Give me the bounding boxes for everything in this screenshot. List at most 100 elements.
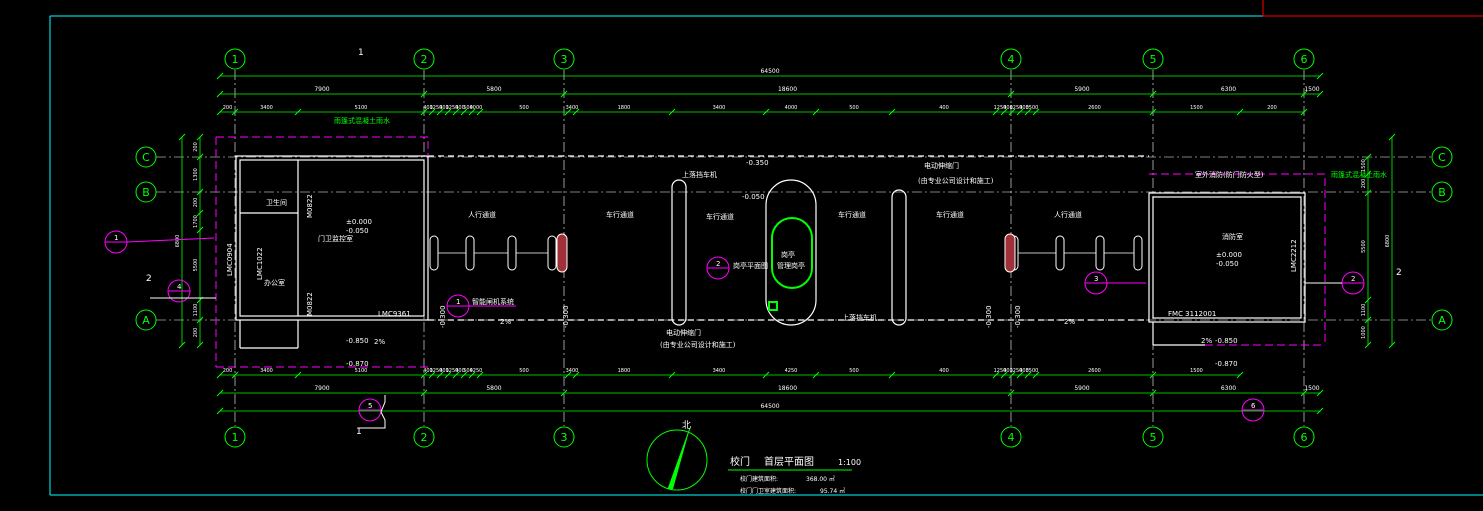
axis-bubble-label: 1 [232, 53, 239, 66]
pedestrian-right: 人行通道 [1054, 210, 1082, 219]
dim-row3-top-tick [762, 108, 770, 116]
axis-bubble-label: B [142, 186, 150, 199]
dim-overall-top-tick [216, 72, 224, 80]
canopy-outlines [215, 136, 1326, 368]
dim-row1-bottom-tick [1016, 371, 1024, 379]
dim-row2-bottom-label: 5900 [1074, 385, 1089, 392]
dim-row1-bottom-label: 1500 [1190, 368, 1203, 374]
title-main: 校门 [730, 455, 750, 468]
north-arrow: 北 [646, 420, 708, 491]
dim-row2-top-tick [1316, 90, 1324, 98]
title-sub: 首层平面图 [764, 455, 814, 468]
dim-right-tick [1364, 189, 1372, 197]
dim-row1-bottom-label: 3400 [713, 368, 726, 374]
dim-row1-bottom-label: 400 [939, 368, 949, 374]
dim-row1-bottom-label: 400 [455, 368, 465, 374]
m0822-b: M0822 [306, 292, 314, 316]
slope-right: 2% [1064, 318, 1075, 326]
axis-bubble-circle [553, 426, 575, 448]
axis-bubble-circle [1431, 181, 1453, 203]
dim-row2-bottom-tick [1316, 389, 1324, 397]
elev-low-left: -0.850 [346, 337, 369, 345]
dim-row2-bottom-label: 18600 [778, 385, 797, 392]
dim-row1-bottom-tick [564, 371, 572, 379]
dim-row2-top-tick [560, 90, 568, 98]
elev-mid-4: -0.300 [1014, 305, 1022, 328]
dim-row1-bottom-tick [668, 371, 676, 379]
dim-left-tick [196, 226, 204, 234]
dim-row2-top-label: 7900 [314, 86, 329, 93]
dim-row3-top-label: 3400 [260, 105, 273, 111]
dim-row3-top-label: 200 [223, 105, 233, 111]
dim-left-total-tick [178, 133, 186, 141]
car-lane-3: 车行通道 [838, 210, 866, 219]
dim-row2-bottom-tick [216, 389, 224, 397]
dim-left-label: 1700 [193, 215, 199, 228]
turnstile-post [1095, 235, 1105, 271]
section-mark-bottom: 1 [356, 427, 362, 437]
dim-row2-bottom-label: 7900 [314, 385, 329, 392]
dim-row3-top-label: 400 [1019, 105, 1029, 111]
car-lane-2: 车行通道 [706, 212, 734, 221]
dim-row3-top-label: 400 [423, 105, 433, 111]
dim-left-tick [196, 209, 204, 217]
dim-row1-bottom-tick [444, 371, 452, 379]
island-label: 岗亭 [781, 250, 795, 259]
axis-bubble-circle [1000, 48, 1022, 70]
section-mark-left: 2 [146, 274, 152, 284]
lift-bar-top: 上落挡车机 [682, 170, 717, 179]
dim-row1-bottom-tick [476, 371, 484, 379]
section-mark-right: 2 [1396, 268, 1402, 278]
title-scale: 1:100 [838, 458, 861, 467]
dim-row1-bottom-label: 400 [1003, 368, 1013, 374]
dim-row3-top-label: 200 [1267, 105, 1277, 111]
turnstile-barrier [556, 233, 568, 273]
dim-row2-top-label: 1500 [1304, 86, 1319, 93]
dim-row3-top-label: 1500 [1190, 105, 1203, 111]
pedestrian-left: 人行通道 [468, 210, 496, 219]
dim-row3-top-label: 2600 [1088, 105, 1101, 111]
dim-row2-bottom-tick [560, 389, 568, 397]
north-label: 北 [682, 420, 691, 431]
dim-row3-top-tick [668, 108, 676, 116]
guard-elev-2: -0.050 [346, 227, 369, 235]
callout-1b: 1 [456, 298, 460, 306]
dim-row3-top-label: 500 [519, 105, 529, 111]
axis-bubble-label: A [1438, 314, 1446, 327]
fire-elev-2: -0.050 [1216, 260, 1239, 268]
axis-bubble-circle [135, 146, 157, 168]
dim-overall-bottom-tick [1316, 407, 1324, 415]
dim-row3-top-label: 5100 [355, 105, 368, 111]
dim-row1-bottom-label: 400 [439, 368, 449, 374]
slope-right-2: 2% [1201, 337, 1212, 345]
dim-row3-top-tick [452, 108, 460, 116]
axis-bubble-circle [1431, 309, 1453, 331]
elev-mid-2: -0.300 [562, 305, 570, 328]
dim-row3-top-label: 3500 [1026, 105, 1039, 111]
elev-top: -0.350 [746, 159, 769, 167]
dim-row3-top-tick [420, 108, 428, 116]
axis-bubble-label: 6 [1301, 431, 1308, 444]
dim-row1-bottom-tick [420, 371, 428, 379]
fire-room-label: 消防室 [1222, 232, 1243, 241]
dim-right-total-tick [1388, 341, 1396, 349]
dim-row1-bottom-label: 3400 [260, 368, 273, 374]
dim-row3-top-tick [1032, 108, 1040, 116]
dim-row2-bottom-tick [1007, 389, 1015, 397]
elev-low-right: -0.850 [1215, 337, 1238, 345]
dim-row3-top-tick [1024, 108, 1032, 116]
dim-row1-bottom-tick [216, 371, 224, 379]
dim-row3-top-tick [294, 108, 302, 116]
dim-row3-top-tick [992, 108, 1000, 116]
dim-left-total-label: 6800 [175, 235, 181, 248]
dim-row3-top-tick [572, 108, 580, 116]
callout-2a: 2 [716, 260, 720, 268]
dim-row1-bottom-tick [888, 371, 896, 379]
dim-row3-top-tick [1149, 108, 1157, 116]
dim-row1-bottom-label: 200 [223, 368, 233, 374]
axis-bubble-label: 1 [232, 431, 239, 444]
dim-left-label: 5500 [193, 259, 199, 272]
electric-gate-bottom-note: (由专业公司设计和施工) [660, 340, 736, 349]
axis-bubble-label: 4 [1008, 53, 1015, 66]
